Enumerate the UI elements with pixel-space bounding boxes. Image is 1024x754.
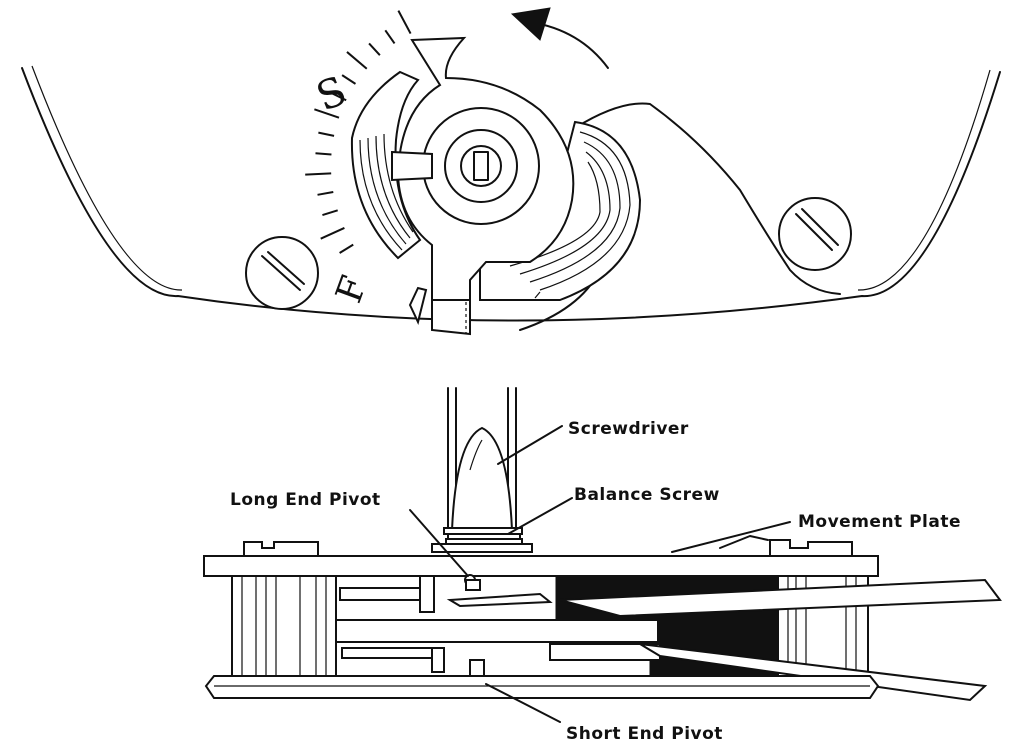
scale-tick — [331, 92, 347, 102]
scale-tick — [320, 227, 345, 240]
screwdriver — [447, 387, 517, 533]
regulator-top-view: S F — [21, 7, 1001, 336]
scale-tick — [314, 108, 340, 119]
hairspring-left — [350, 70, 422, 260]
balance-cock — [574, 102, 841, 295]
label-balance-screw: Balance Screw — [574, 485, 720, 505]
scale-tick — [315, 152, 332, 156]
label-long-end-pivot: Long End Pivot — [230, 490, 381, 510]
scale-tick — [317, 191, 334, 196]
left-plate-screw — [245, 236, 319, 310]
scale-tick — [339, 243, 354, 254]
movement-plate — [203, 535, 879, 577]
balance-screw — [431, 527, 533, 553]
regulator-scale — [305, 10, 412, 254]
right-plate-screw — [778, 197, 852, 271]
fast-letter: F — [329, 271, 376, 309]
label-screwdriver: Screwdriver — [568, 419, 689, 439]
scale-tick — [368, 42, 381, 56]
regulator-arm — [408, 266, 471, 336]
scale-tick — [384, 29, 396, 45]
scale-tick — [341, 74, 357, 85]
label-short-end-pivot: Short End Pivot — [566, 724, 723, 744]
scale-tick — [318, 131, 335, 137]
left-pillar — [231, 575, 337, 677]
scale-tick — [397, 10, 412, 35]
movement-side-view: Screwdriver Balance Screw Long End Pivot… — [203, 387, 1002, 744]
rotation-arrow — [510, 7, 609, 69]
balance-collet — [391, 36, 575, 301]
tweezers — [559, 578, 1002, 702]
scale-tick — [305, 172, 332, 176]
pillar-plate — [204, 675, 880, 699]
slow-letter: S — [310, 68, 353, 121]
label-movement-plate: Movement Plate — [798, 512, 961, 532]
scale-tick — [346, 51, 368, 70]
scale-tick — [322, 209, 339, 217]
case-outline — [21, 67, 1001, 322]
